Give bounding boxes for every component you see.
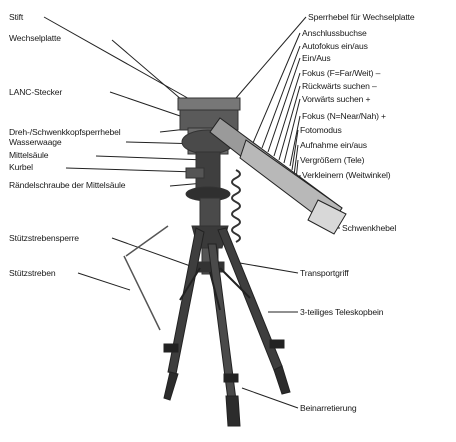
label-vorwaerts: Vorwärts suchen +	[302, 94, 370, 104]
label-autofokus: Autofokus ein/aus	[302, 41, 368, 51]
label-teleskopbein: 3-teiliges Teleskopbein	[300, 307, 383, 317]
label-transportgriff: Transportgriff	[300, 268, 349, 278]
label-sperrhebel: Sperrhebel für Wechselplatte	[308, 12, 414, 22]
label-stuetzstrebensperre: Stützstrebensperre	[9, 233, 79, 243]
label-schwenkhebel: Schwenkhebel	[342, 223, 396, 233]
label-lanc-stecker: LANC-Stecker	[9, 87, 62, 97]
label-stuetzstreben: Stützstreben	[9, 268, 55, 278]
label-rueckwaerts: Rückwärts suchen –	[302, 81, 377, 91]
label-kurbel: Kurbel	[9, 162, 33, 172]
label-raendelschraube: Rändelschraube der Mittelsäule	[9, 180, 125, 190]
label-stift: Stift	[9, 12, 23, 22]
label-fotomodus: Fotomodus	[300, 125, 342, 135]
label-ein-aus: Ein/Aus	[302, 53, 331, 63]
label-fokus-far: Fokus (F=Far/Weit) –	[302, 68, 380, 78]
label-verkleinern: Verkleinern (Weitwinkel)	[302, 170, 390, 180]
tripod-head	[178, 98, 240, 201]
label-wechselplatte: Wechselplatte	[9, 33, 61, 43]
leader-mittelsaeule	[96, 156, 206, 160]
leader-rueck	[279, 86, 300, 160]
leader-stuetzstrebensperre	[112, 238, 196, 268]
label-mittelsaeule: Mittelsäule	[9, 150, 48, 160]
label-dreh-schwenkkopfsperrhebel: Dreh-/Schwenkkopfsperrhebel	[9, 127, 121, 137]
leader-kurbel	[66, 168, 196, 172]
leader-lanc	[110, 92, 186, 118]
label-wasserwaage: Wasserwaage	[9, 137, 61, 147]
label-vergroessern: Vergrößern (Tele)	[300, 155, 364, 165]
label-beinarretierung: Beinarretierung	[300, 403, 357, 413]
label-aufnahme: Aufnahme ein/aus	[300, 140, 367, 150]
leader-stift	[44, 17, 200, 105]
leader-fokusnear	[290, 116, 300, 166]
label-anschlussbuchse: Anschlussbuchse	[302, 28, 367, 38]
coiled-cable	[232, 170, 240, 242]
leader-stuetzstreben	[78, 273, 130, 290]
label-fokus-near: Fokus (N=Near/Nah) +	[302, 111, 386, 121]
